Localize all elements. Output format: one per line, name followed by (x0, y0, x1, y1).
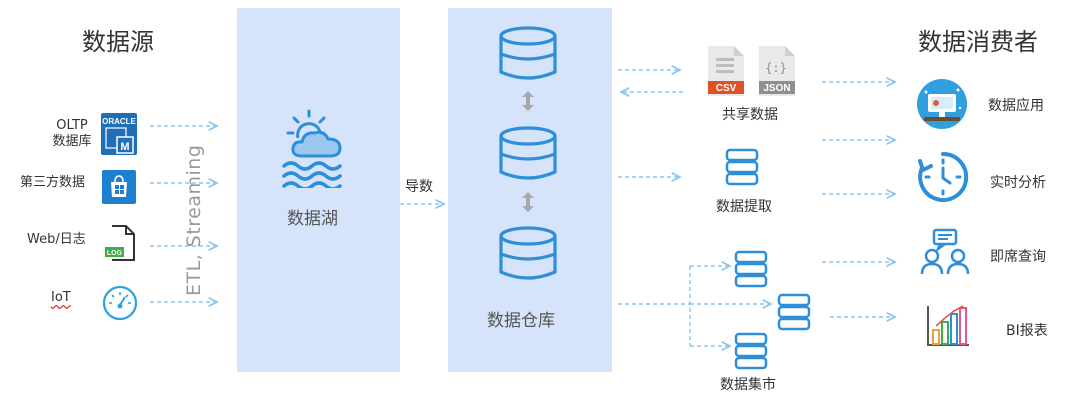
consumer-label-realtime: 实时分析 (990, 175, 1046, 191)
data-mart-label: 数据集市 (720, 377, 776, 393)
bar-chart-icon (925, 302, 971, 348)
desktop-app-icon (916, 78, 968, 130)
source-label-web: Web/日志 (27, 232, 86, 247)
weather-lake-icon (280, 108, 350, 191)
consumer-label-adhoc: 即席查询 (990, 249, 1046, 265)
extract-db-icon (724, 148, 760, 186)
csv-file-icon: CSV (706, 44, 746, 98)
mart-db-icon-top (733, 250, 769, 288)
database-stack-icon (498, 24, 558, 294)
mart-db-icon-middle (776, 293, 812, 331)
sources-heading: 数据源 (82, 28, 154, 56)
svg-text:CSV: CSV (716, 83, 737, 94)
data-warehouse-panel (448, 8, 612, 372)
windows-store-icon (102, 170, 136, 204)
data-lake-panel (237, 8, 400, 372)
share-data-label: 共享数据 (722, 107, 778, 123)
ingest-label: ETL, Streaming (183, 144, 205, 296)
data-extract-label: 数据提取 (716, 199, 772, 215)
source-label-third-party: 第三方数据 (20, 175, 86, 190)
export-label: 导数 (405, 179, 433, 195)
source-label-iot: IoT (51, 290, 71, 305)
svg-text:ORACLE: ORACLE (102, 117, 136, 126)
json-file-icon: {:} JSON (757, 44, 797, 98)
gauge-icon (101, 284, 139, 322)
svg-text:JSON: JSON (763, 83, 790, 94)
svg-text:LOG: LOG (107, 250, 123, 257)
clock-icon (916, 150, 970, 204)
consumer-label-bi: BI报表 (1006, 323, 1048, 339)
consumer-label-app: 数据应用 (988, 98, 1044, 114)
svg-text:M: M (120, 141, 129, 153)
people-chat-icon (920, 228, 972, 276)
data-lake-label: 数据湖 (287, 209, 338, 229)
oracle-database-icon: ORACLE M (101, 113, 137, 155)
log-file-icon: LOG (104, 224, 136, 262)
svg-text:{:}: {:} (765, 61, 787, 75)
consumers-heading: 数据消费者 (918, 28, 1038, 56)
mart-db-icon-bottom (733, 332, 769, 370)
data-warehouse-label: 数据仓库 (487, 311, 555, 331)
